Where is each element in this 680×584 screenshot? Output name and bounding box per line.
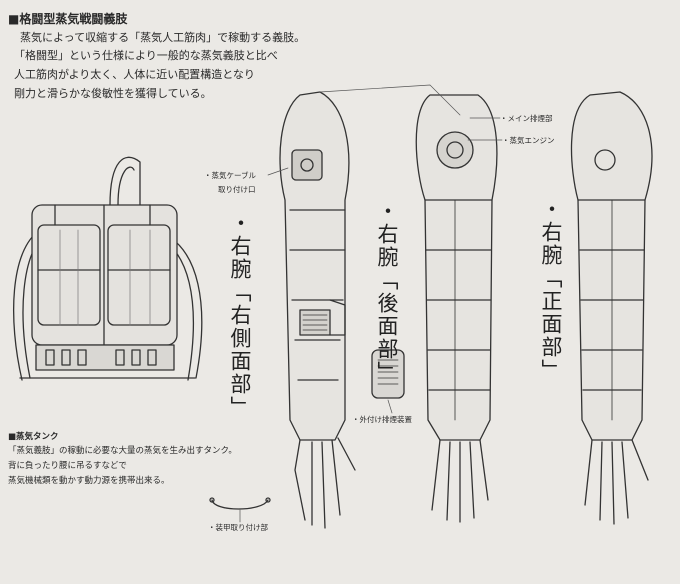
arm-side-view-drawing xyxy=(279,91,356,529)
description-line: 人工筋肉がより太く、人体に近い配置構造となり xyxy=(14,68,255,81)
callout-main-exhaust: ・メイン排煙部 xyxy=(500,114,553,123)
armor-mount-drawing xyxy=(211,499,269,510)
tank-title: ■蒸気タンク xyxy=(8,432,59,442)
callout-steam-cable: ・蒸気ケーブル xyxy=(204,171,257,180)
description-line: 剛力と滑らかな俊敏性を獲得している。 xyxy=(14,87,212,100)
callout-armor-mount: ・装甲取り付け部 xyxy=(208,523,268,532)
callout-steam-engine: ・蒸気エンジン xyxy=(502,136,555,145)
view-label-back: ・右腕「後面部」 xyxy=(375,200,399,384)
description-line: 「格闘型」という仕様により一般的な蒸気義肢と比べ xyxy=(14,49,278,62)
tank-description-line: 蒸気機械類を動かす動力源を携帯出来る。 xyxy=(8,476,170,486)
description-line: 蒸気によって収縮する「蒸気人工筋肉」で稼動する義肢。 xyxy=(20,31,306,44)
tank-description-line: 背に負ったり腰に吊るすなどで xyxy=(8,461,127,471)
view-label-side: ・右腕「右側面部」 xyxy=(228,212,252,419)
tank-description-line: 「蒸気義肢」の稼動に必要な大量の蒸気を生み出すタンク。 xyxy=(8,446,237,456)
view-label-front: ・右腕「正面部」 xyxy=(539,198,563,382)
callout-external-exhaust: ・外付け排煙装置 xyxy=(352,415,412,424)
arm-front-view-drawing xyxy=(570,91,653,525)
page-title: ■格闘型蒸気戦闘義肢 xyxy=(8,12,128,26)
arm-back-view-drawing xyxy=(371,94,498,523)
callout-steam-cable-port: 取り付け口 xyxy=(218,185,256,194)
steam-tank-drawing xyxy=(12,156,203,381)
